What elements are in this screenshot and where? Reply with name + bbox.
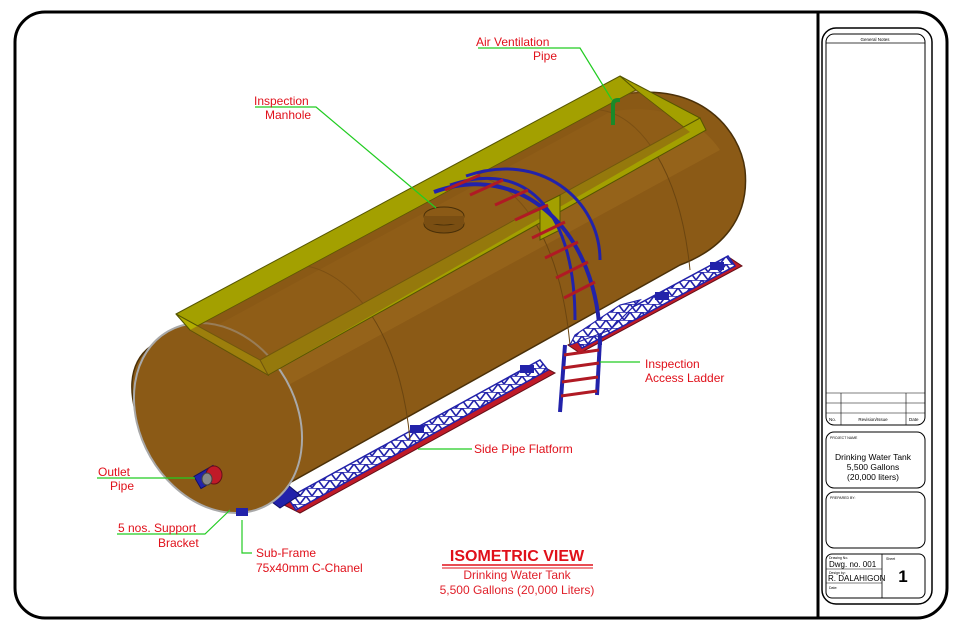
support-bracket-1 [410,425,424,433]
ladder-rungs [444,173,596,300]
subframe-label-1: Sub-Frame [256,546,316,560]
project-line-2: 5,500 Gallons [847,462,899,472]
access-ladder-rungs [560,348,600,398]
project-line-3: (20,000 liters) [847,472,899,482]
project-line-1: Drinking Water Tank [835,452,912,462]
ladder-arc-inner [465,167,602,261]
rev-issue-header: Revision/Issue [858,417,888,422]
ladder-label-1: Inspection [645,357,700,371]
ladder-arc-mid [449,176,577,321]
title-block: General Notes No. Revision/Issue Date PR… [821,27,933,605]
ladder-landing [568,298,642,347]
outlet-label-1: Outlet [98,465,131,479]
support-bracket-5 [236,508,248,516]
view-subtitle-2: 5,500 Gallons (20,000 Liters) [440,583,595,597]
general-notes-title: General Notes [860,37,890,42]
designer-value: R. DALAHIGON [828,574,886,583]
project-name-text: Drinking Water Tank 5,500 Gallons (20,00… [835,452,912,482]
project-name-box [825,431,926,489]
access-ladder-rail-right [595,339,602,396]
drawing-no-label: Drawing No. [829,556,848,560]
drawing-no-value: Dwg. no. 001 [829,560,877,569]
rev-no-header: No. [829,417,836,422]
view-title: ISOMETRIC VIEW Drinking Water Tank 5,500… [440,548,595,597]
subframe-label-2: 75x40mm C-Chanel [256,561,363,575]
platform-label: Side Pipe Flatform [474,442,573,456]
ladder-label-2: Access Ladder [645,371,724,385]
air-vent-pipe [611,98,620,125]
view-subtitle-1: Drinking Water Tank [463,568,571,582]
air-vent-label-1: Air Ventilation [476,35,549,49]
drawing-info-box [825,553,926,599]
manhole-neck [424,216,464,224]
title-block-outer [821,27,933,605]
design-by-label: Design by: [829,571,846,575]
leader-lines [97,47,640,554]
manhole-label-2: Manhole [265,108,311,122]
support-bracket-2 [520,365,534,373]
prepared-by-label: PREPARED BY: [830,496,855,500]
sheet-label: Sheet [886,557,895,561]
callout-labels: Air Ventilation Pipe Inspection Manhole … [98,35,724,575]
prepared-by-box [825,491,926,549]
view-title-main: ISOMETRIC VIEW [450,548,585,565]
air-vent-label-2: Pipe [533,49,557,63]
sheet-number: 1 [898,567,907,586]
bracket-label-2: Bracket [158,536,199,550]
rev-date-header: Date [909,417,919,422]
sheet-border [13,10,949,620]
support-bracket-4 [710,262,724,270]
bracket-label-1: 5 nos. Support [118,521,197,535]
side-pipe-platform [286,359,550,511]
outlet-pipe-opening [201,472,213,486]
date-label: Date: [829,586,837,590]
manhole-label-1: Inspection [254,94,309,108]
tank-assembly [131,75,747,516]
support-bracket-3 [655,292,669,300]
outlet-label-2: Pipe [110,479,134,493]
project-name-label: PROJECT NAME [830,436,858,440]
general-notes-box [825,33,926,426]
